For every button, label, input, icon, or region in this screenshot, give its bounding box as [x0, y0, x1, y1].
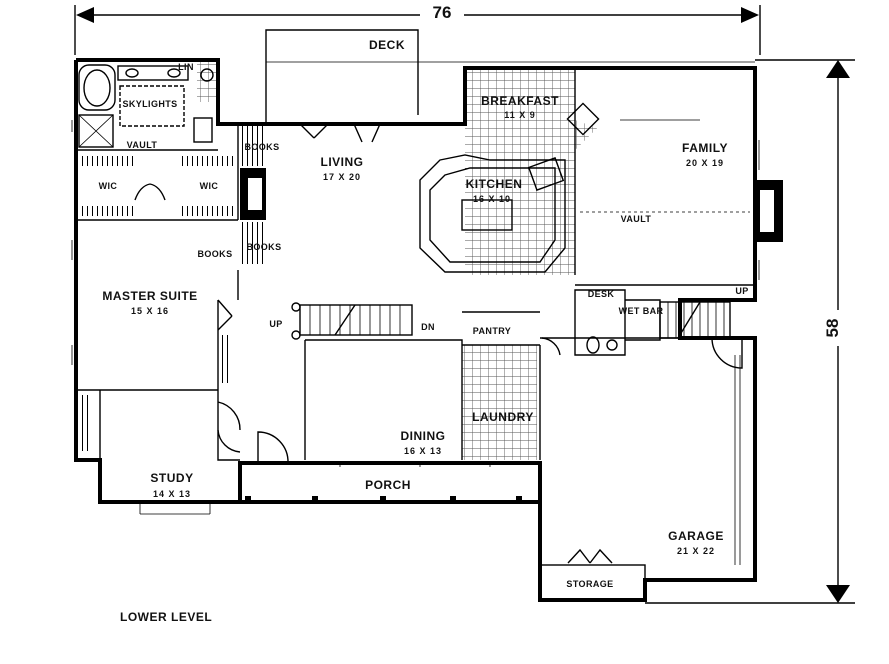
exterior-walls: [74, 58, 757, 602]
depth-dimension-label: 58: [823, 319, 842, 338]
dining-size: 16 X 13: [404, 446, 442, 456]
books-left-label: BOOKS: [197, 249, 232, 259]
books-right-label: BOOKS: [246, 242, 281, 252]
level-label: LOWER LEVEL: [120, 610, 212, 624]
dn-stair-label: DN: [421, 322, 435, 332]
lin-label: LIN: [178, 62, 194, 72]
depth-dimension: 58: [645, 59, 855, 604]
living-fireplace: [240, 168, 266, 220]
dining-label: DINING: [401, 429, 446, 443]
kitchen-counters: [419, 102, 600, 273]
study-label: STUDY: [150, 471, 193, 485]
master-bath-fixtures: [78, 64, 214, 148]
family-fireplace: [755, 180, 783, 242]
study-size: 14 X 13: [153, 489, 191, 499]
garage-label: GARAGE: [668, 529, 724, 543]
deck: DECK: [265, 29, 755, 122]
windows: [71, 119, 760, 515]
walk-in-closets: [80, 156, 233, 451]
master-suite-label: MASTER SUITE: [102, 289, 197, 303]
width-dimension-label: 76: [433, 3, 452, 22]
main-stair: [291, 302, 413, 340]
kitchen-label: KITCHEN: [466, 177, 523, 191]
living-size: 17 X 20: [323, 172, 361, 182]
family-stair: [659, 301, 731, 339]
master-suite-size: 15 X 16: [131, 306, 169, 316]
laundry-label: LAUNDRY: [472, 410, 534, 424]
skylights-label: SKYLIGHTS: [122, 99, 177, 109]
deck-label: DECK: [369, 38, 405, 52]
up-stair-label: UP: [269, 319, 282, 329]
breakfast-size: 11 X 9: [504, 110, 536, 120]
kitchen-size: 16 X 10: [473, 194, 511, 204]
family-label: FAMILY: [682, 141, 728, 155]
porch-posts: [245, 496, 522, 502]
width-dimension: 76: [74, 3, 761, 55]
book-shelves: [240, 124, 266, 264]
porch-label: PORCH: [365, 478, 411, 492]
living-label: LIVING: [320, 155, 363, 169]
half-bath-fixtures: [586, 336, 618, 354]
garage: [539, 355, 741, 601]
garage-size: 21 X 22: [677, 546, 715, 556]
desk-label: DESK: [588, 289, 615, 299]
doors: [217, 123, 743, 564]
breakfast-label: BREAKFAST: [481, 94, 559, 108]
up-family-label: UP: [735, 286, 748, 296]
family-vault-label: VAULT: [621, 214, 652, 224]
interior-walls: [76, 68, 755, 601]
wet-bar-label: WET BAR: [619, 306, 664, 316]
family-size: 20 X 19: [686, 158, 724, 168]
wic-right-label: WIC: [200, 181, 219, 191]
books-top-label: BOOKS: [244, 142, 279, 152]
bath-vault-label: VAULT: [127, 140, 158, 150]
pantry-label: PANTRY: [473, 326, 511, 336]
storage-label: STORAGE: [566, 579, 613, 589]
wic-left-label: WIC: [99, 181, 118, 191]
